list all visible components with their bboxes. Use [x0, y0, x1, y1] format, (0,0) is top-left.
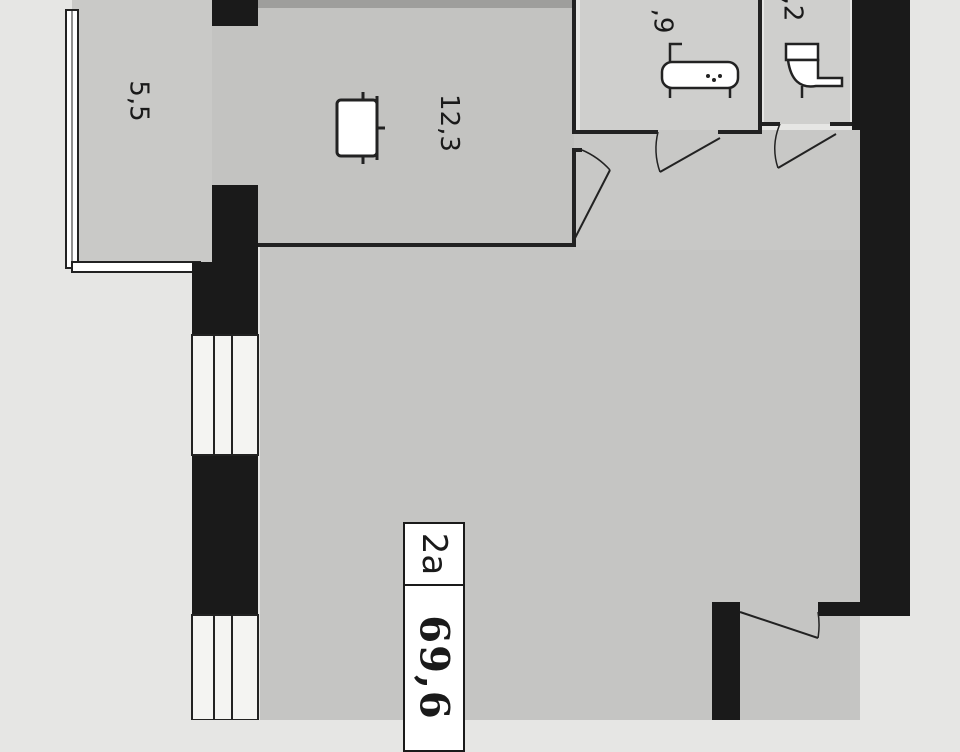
toilet-area-label: ,2 — [777, 0, 808, 22]
balcony-glazing — [65, 9, 201, 273]
apartment-tag: 2а 69,6 — [403, 522, 465, 752]
apartment-type: 2а — [414, 532, 454, 576]
bathtub-icon — [660, 42, 740, 98]
toilet-icon — [784, 42, 844, 98]
bathroom-wall — [572, 0, 658, 134]
corridor-floor — [574, 130, 860, 250]
entrance-door — [739, 611, 819, 639]
bathroom-door-arc — [655, 131, 661, 173]
toilet-door-arc — [774, 123, 781, 169]
bathroom-door — [659, 137, 721, 173]
window-left-1 — [191, 334, 259, 456]
balcony-floor — [72, 0, 212, 262]
kitchen-door-arc — [581, 149, 611, 171]
apartment-type-cell: 2а — [405, 524, 463, 586]
stove-strip — [258, 0, 574, 8]
kitchen-door — [573, 169, 611, 241]
total-area: 69,6 — [410, 615, 458, 721]
window-left-2 — [191, 614, 259, 720]
living-room-floor — [260, 245, 860, 720]
bathroom-toilet-wall — [718, 0, 762, 134]
toilet-door — [777, 133, 837, 169]
kitchen-floor — [212, 0, 574, 245]
entrance-door-arc — [817, 611, 820, 639]
total-area-cell: 69,6 — [405, 586, 463, 750]
kitchen-partition — [258, 148, 582, 247]
floor-plan — [65, 0, 910, 720]
kitchen-area-label: 12,3 — [433, 94, 464, 152]
right-wall — [852, 0, 910, 612]
balcony-area-label: 5,5 — [123, 80, 154, 122]
left-wall — [192, 0, 258, 615]
entrance-wall — [712, 602, 910, 720]
bathroom-area-label: ,9 — [647, 8, 678, 34]
cooking-pot-icon — [335, 92, 385, 164]
